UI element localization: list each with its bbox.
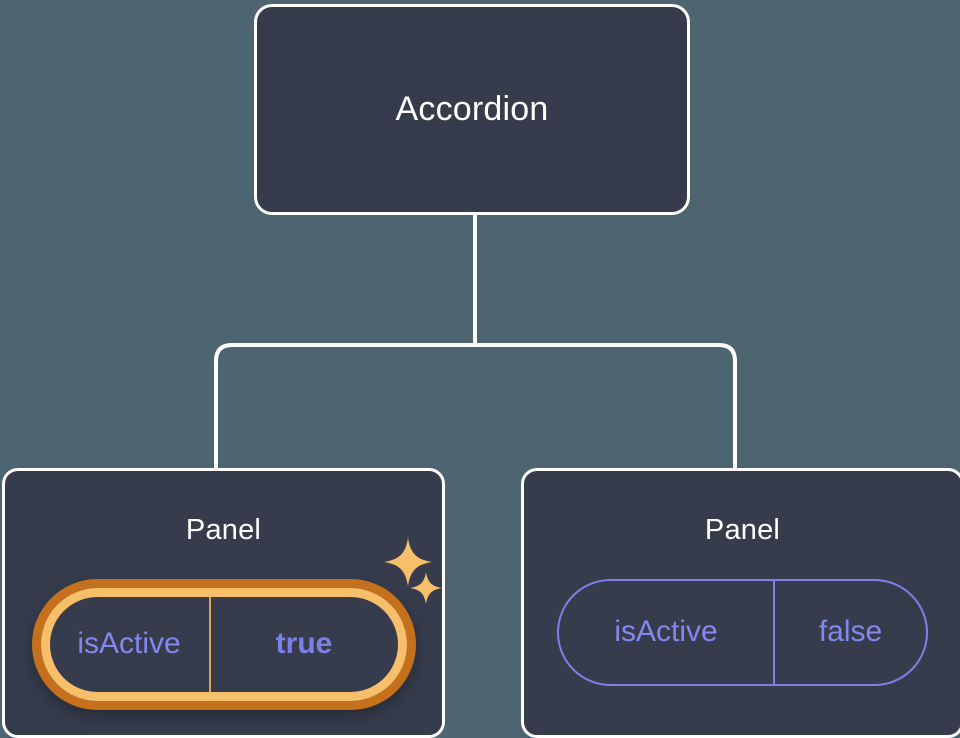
- prop-pill-inactive-wrapper: isActive false: [557, 578, 928, 686]
- node-panel-active-title: Panel: [185, 514, 262, 546]
- prop-pill-isactive-true[interactable]: isActive true: [40, 587, 407, 701]
- connector-branch-bus: [214, 343, 737, 468]
- node-panel-inactive[interactable]: Panel isActive false: [521, 468, 960, 738]
- node-accordion-title: Accordion: [395, 89, 549, 128]
- node-panel-inactive-title: Panel: [704, 514, 781, 546]
- prop-key-isactive: isActive: [559, 580, 775, 684]
- prop-value-true: true: [275, 627, 333, 661]
- node-panel-active[interactable]: Panel isActive true: [2, 468, 445, 738]
- prop-key-isactive: isActive: [50, 596, 211, 692]
- prop-pill-isactive-false[interactable]: isActive false: [557, 578, 928, 686]
- node-accordion[interactable]: Accordion: [254, 4, 690, 215]
- prop-pill-active-wrapper: isActive true: [31, 578, 416, 710]
- prop-value-false: false: [818, 615, 883, 649]
- prop-pill-highlight-ring: isActive true: [31, 578, 416, 710]
